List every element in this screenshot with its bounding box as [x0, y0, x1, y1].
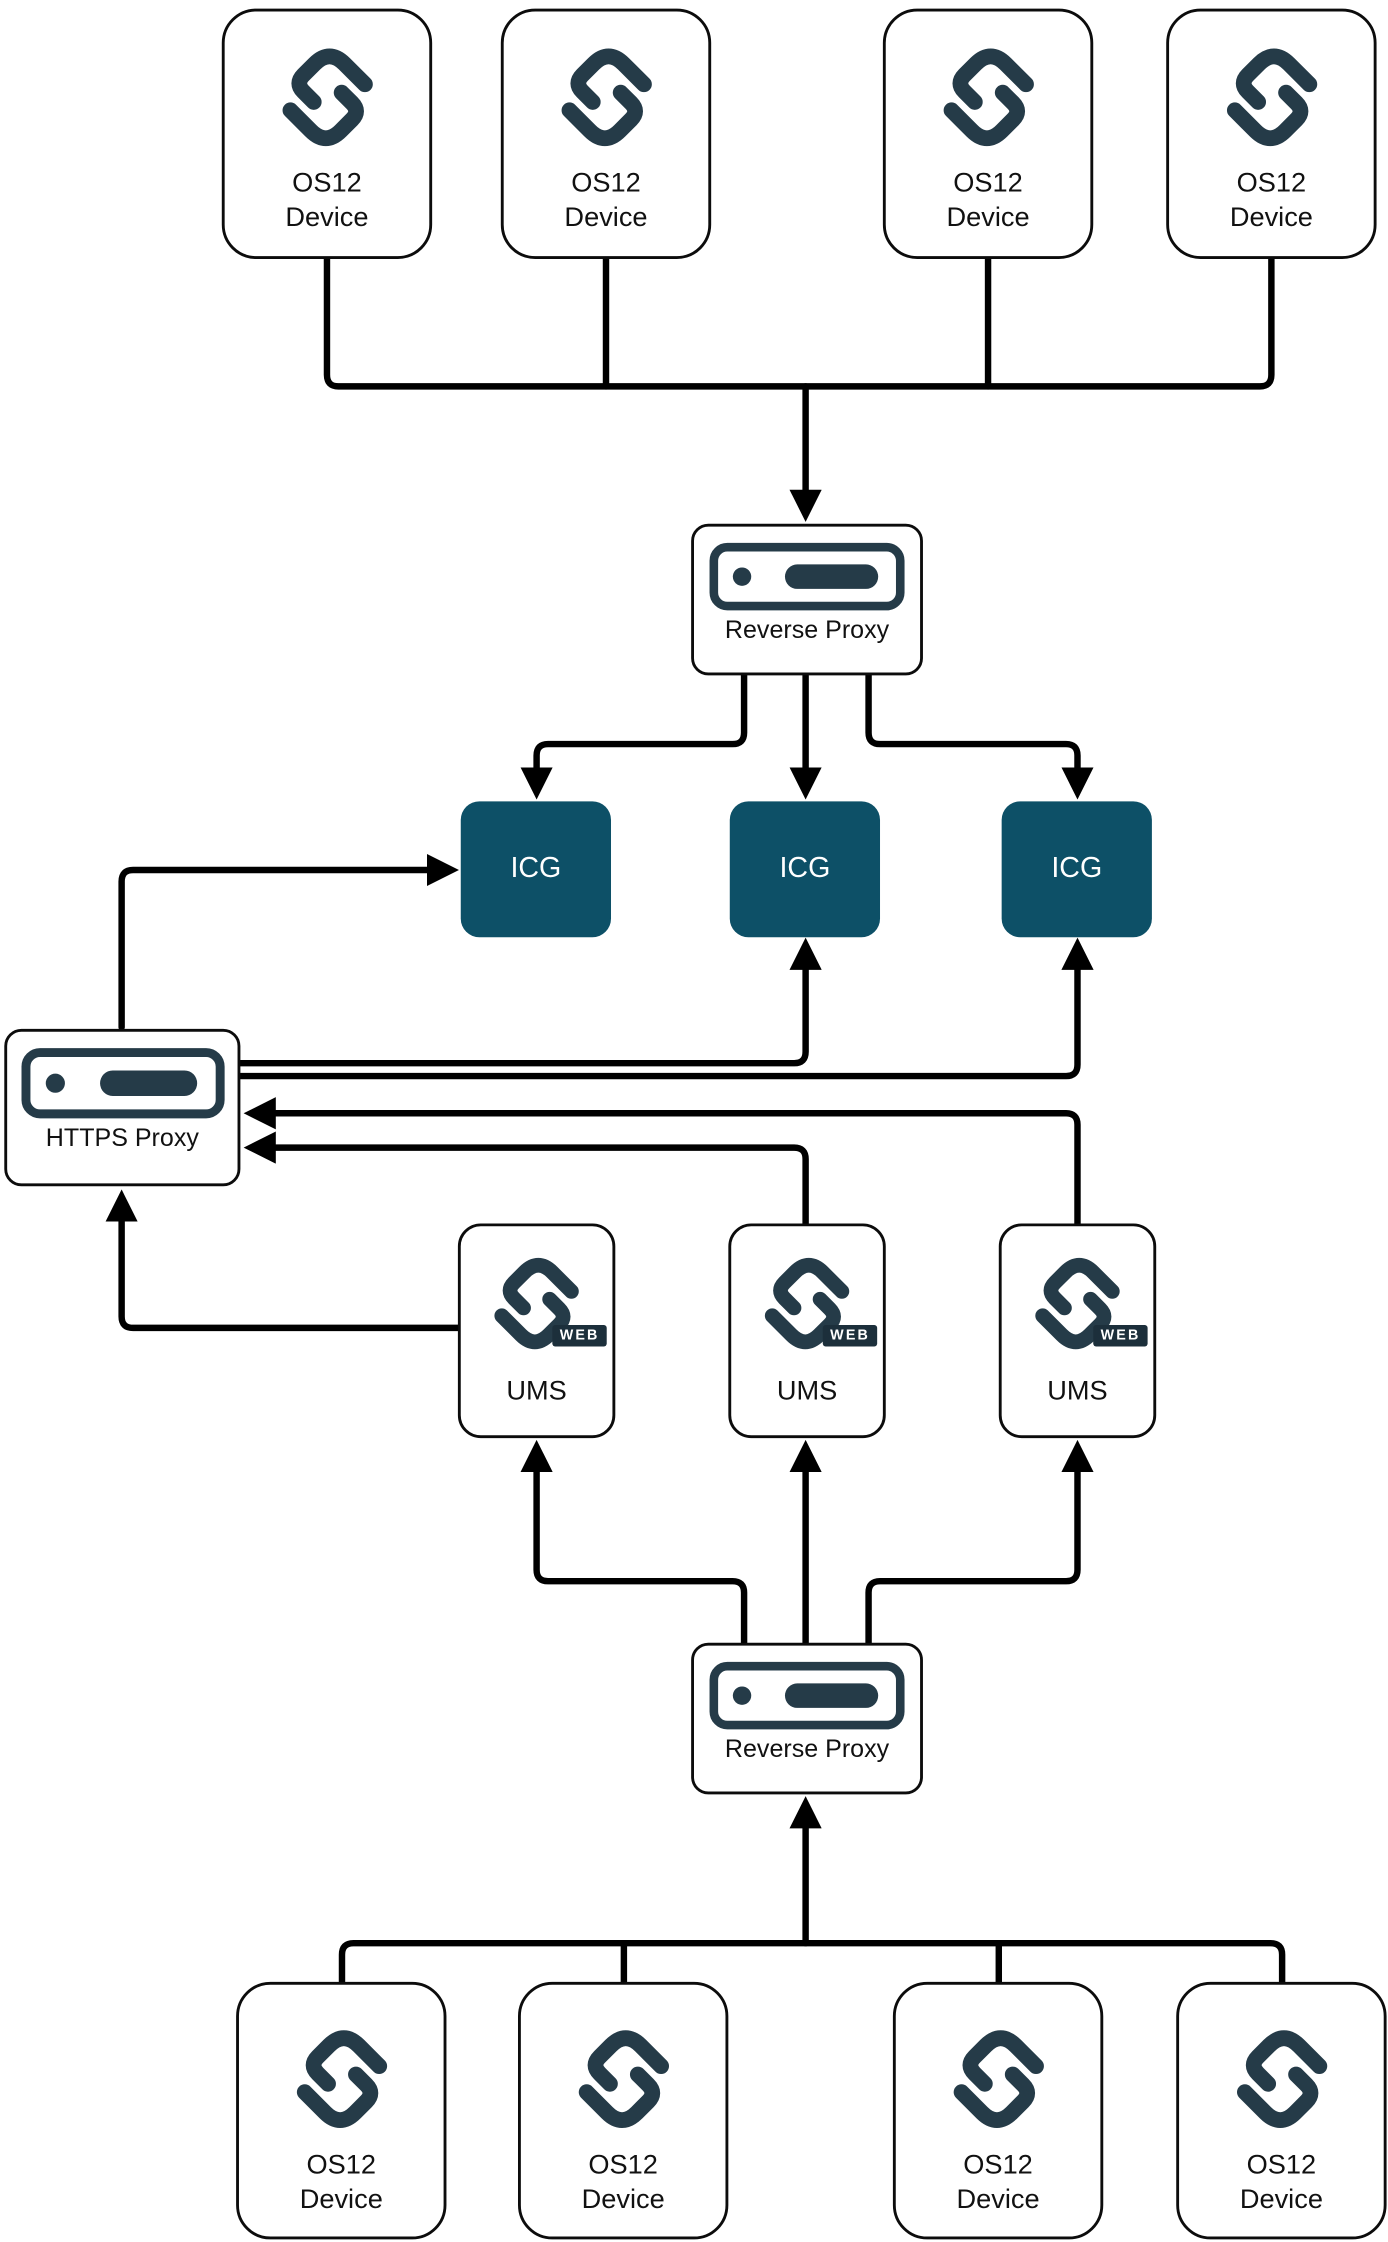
- reverse-proxy-bottom-node: Reverse Proxy: [691, 1642, 923, 1795]
- icg-node: ICG: [460, 801, 612, 938]
- device-label: OS12 Device: [581, 2150, 665, 2216]
- igel-os-logo-icon: [1206, 31, 1338, 163]
- ums-logo-icon: WEB: [746, 1242, 878, 1365]
- ums-label: UMS: [1047, 1376, 1108, 1407]
- device-label: OS12 Device: [564, 168, 648, 234]
- icg-node: ICG: [729, 801, 881, 938]
- os12-device-node: OS12 Device: [500, 8, 712, 259]
- server-icon: [708, 542, 905, 611]
- os12-device-node: OS12 Device: [236, 1981, 447, 2240]
- https-proxy-label: HTTPS Proxy: [45, 1123, 199, 1152]
- ums-logo-icon: WEB: [1016, 1242, 1148, 1365]
- reverse-proxy-label: Reverse Proxy: [724, 615, 890, 644]
- ums-logo-icon: WEB: [475, 1242, 607, 1365]
- ums-node: WEB UMS: [998, 1223, 1157, 1439]
- device-label: OS12 Device: [285, 168, 369, 234]
- device-label: OS12 Device: [946, 168, 1030, 234]
- igel-os-logo-icon: [1216, 2013, 1348, 2145]
- device-label: OS12 Device: [1239, 2150, 1323, 2216]
- igel-os-logo-icon: [540, 31, 672, 163]
- connector-bottom-devices-to-reverse-proxy: [338, 1796, 1286, 1986]
- device-label: OS12 Device: [956, 2150, 1040, 2216]
- ums-label: UMS: [776, 1376, 838, 1407]
- igel-os-logo-icon: [557, 2013, 689, 2145]
- igel-os-logo-icon: [932, 2013, 1064, 2145]
- server-icon: [18, 1047, 227, 1119]
- os12-device-node: OS12 Device: [892, 1981, 1104, 2240]
- icg-label: ICG: [510, 852, 562, 885]
- connector-reverse-proxy-to-icg: [520, 672, 1094, 800]
- os12-device-node: OS12 Device: [221, 8, 433, 259]
- os12-device-node: OS12 Device: [1176, 1981, 1387, 2240]
- igel-os-logo-icon: [275, 2013, 407, 2145]
- os12-device-node: OS12 Device: [517, 1981, 729, 2240]
- ums-node: WEB UMS: [728, 1223, 886, 1439]
- os12-device-node: OS12 Device: [1166, 8, 1377, 259]
- igel-os-logo-icon: [922, 31, 1054, 163]
- connector-https-proxy-to-icg: [118, 853, 1094, 1080]
- icg-node: ICG: [1001, 801, 1152, 938]
- reverse-proxy-top-node: Reverse Proxy: [691, 523, 923, 676]
- icg-label: ICG: [779, 852, 831, 885]
- connector-top-devices-to-reverse-proxy: [323, 255, 1275, 522]
- icg-label: ICG: [1051, 852, 1103, 885]
- web-badge: WEB: [1093, 1325, 1148, 1347]
- device-label: OS12 Device: [1229, 168, 1313, 234]
- igel-os-logo-icon: [261, 31, 393, 163]
- ums-label: UMS: [506, 1376, 567, 1407]
- connector-reverse-proxy-to-ums: [520, 1439, 1094, 1646]
- web-badge: WEB: [552, 1325, 607, 1347]
- server-icon: [708, 1661, 905, 1730]
- web-badge: WEB: [823, 1325, 878, 1347]
- ums-node: WEB UMS: [457, 1223, 616, 1439]
- device-label: OS12 Device: [299, 2150, 383, 2216]
- https-proxy-node: HTTPS Proxy: [4, 1028, 241, 1187]
- os12-device-node: OS12 Device: [882, 8, 1094, 259]
- reverse-proxy-label: Reverse Proxy: [724, 1734, 890, 1763]
- connector-ums-to-https-proxy: [105, 1097, 1081, 1332]
